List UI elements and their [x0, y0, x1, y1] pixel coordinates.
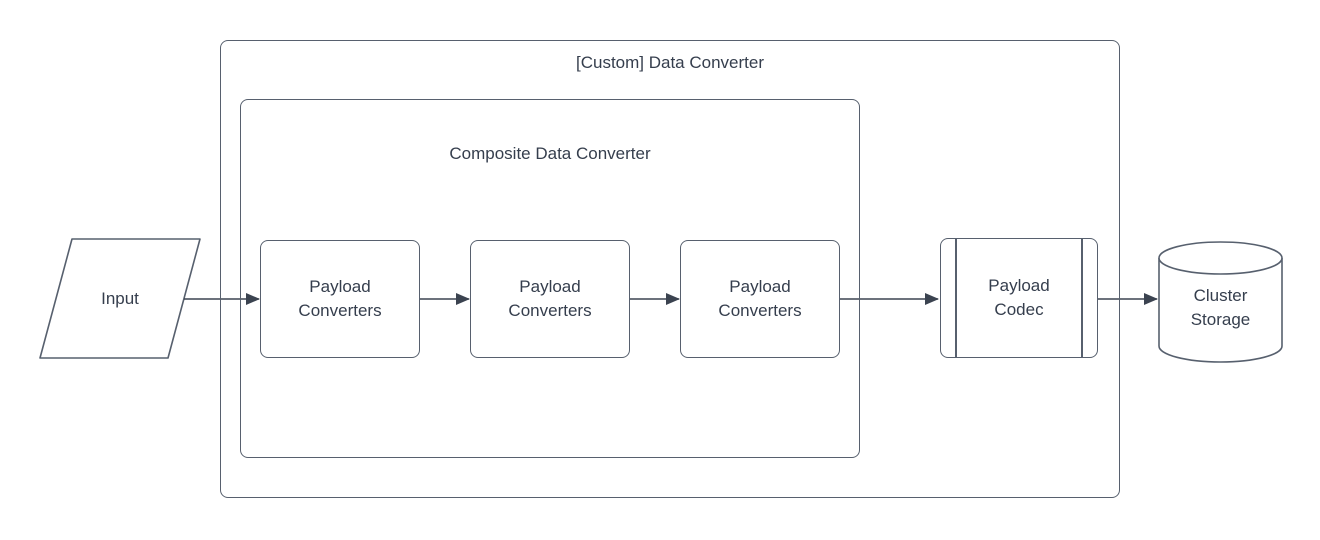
- payload-converters-node-3: Payload Converters: [680, 240, 840, 358]
- cluster-storage-shape: [1158, 241, 1283, 363]
- payload-converters-label-2: Payload Converters: [508, 277, 592, 320]
- payload-codec-right-bar: [1081, 239, 1083, 357]
- payload-converters-label-1: Payload Converters: [298, 277, 382, 320]
- composite-data-converter-title: Composite Data Converter: [449, 144, 651, 163]
- custom-data-converter-group: [220, 40, 1120, 498]
- payload-converters-node-1: Payload Converters: [260, 240, 420, 358]
- cluster-storage-label: Cluster Storage: [1190, 286, 1251, 329]
- payload-codec-node: Payload Codec: [940, 238, 1098, 358]
- payload-converters-label-3: Payload Converters: [718, 277, 802, 320]
- custom-data-converter-title: [Custom] Data Converter: [575, 53, 764, 72]
- input-node: Input: [40, 239, 200, 358]
- cluster-storage-node: Cluster Storage: [1159, 256, 1282, 360]
- composite-data-converter-group: [240, 99, 860, 458]
- payload-codec-label: Payload Codec: [988, 276, 1050, 319]
- payload-codec-left-bar: [955, 239, 957, 357]
- input-node-label: Input: [101, 288, 139, 308]
- input-node-shape: [39, 238, 201, 359]
- payload-converters-node-2: Payload Converters: [470, 240, 630, 358]
